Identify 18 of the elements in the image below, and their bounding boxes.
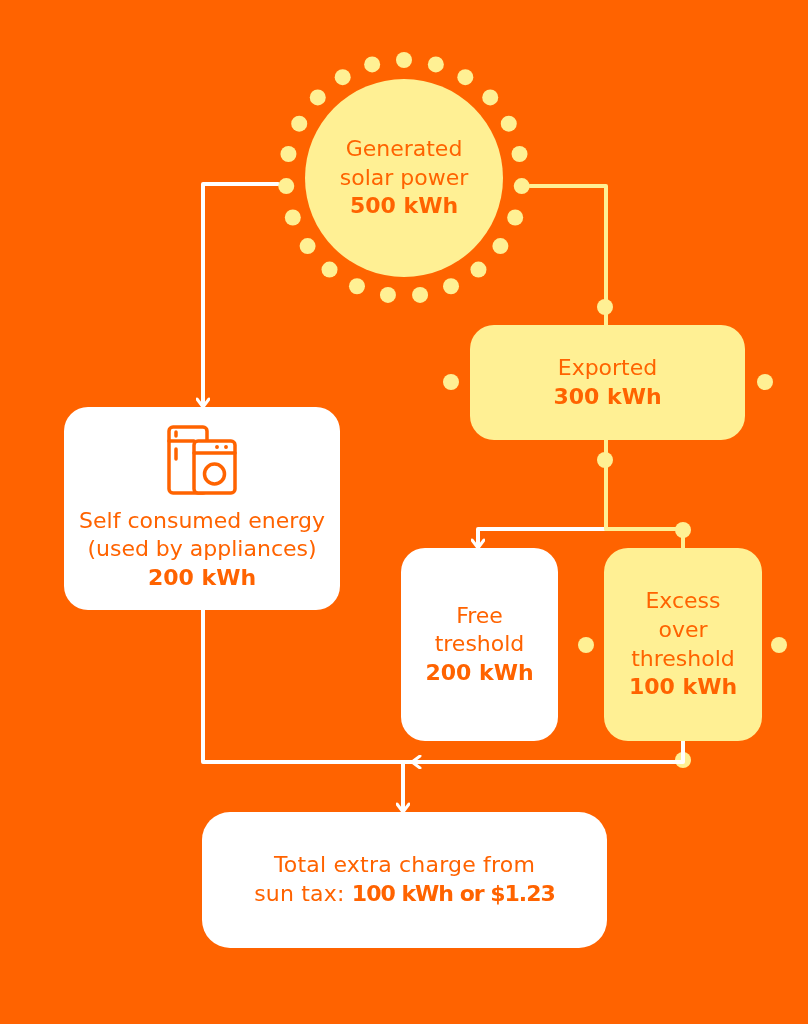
energy-value: 100 kWh [628,673,738,702]
energy-value: 300 kWh [553,382,662,411]
summary-text: Total extra charge from sun tax: 100 kWh or $1.23 [253,851,556,908]
node-label: Exported [557,353,658,382]
node-label: Free treshold [433,601,526,659]
result-box [202,812,607,948]
process-box [470,325,745,440]
process-box [401,548,558,741]
node-label: Excess over threshold [630,587,736,673]
process-box [604,548,762,741]
arrow [401,739,685,770]
connector-line [528,184,608,327]
node-label: Self consumed energy (used by appliances) [78,506,326,564]
energy-value: 200 kWh [425,658,534,687]
energy-value: 200 kWh [147,563,257,592]
connector-line [201,608,405,764]
process-box [64,407,340,610]
arrow [195,182,280,409]
